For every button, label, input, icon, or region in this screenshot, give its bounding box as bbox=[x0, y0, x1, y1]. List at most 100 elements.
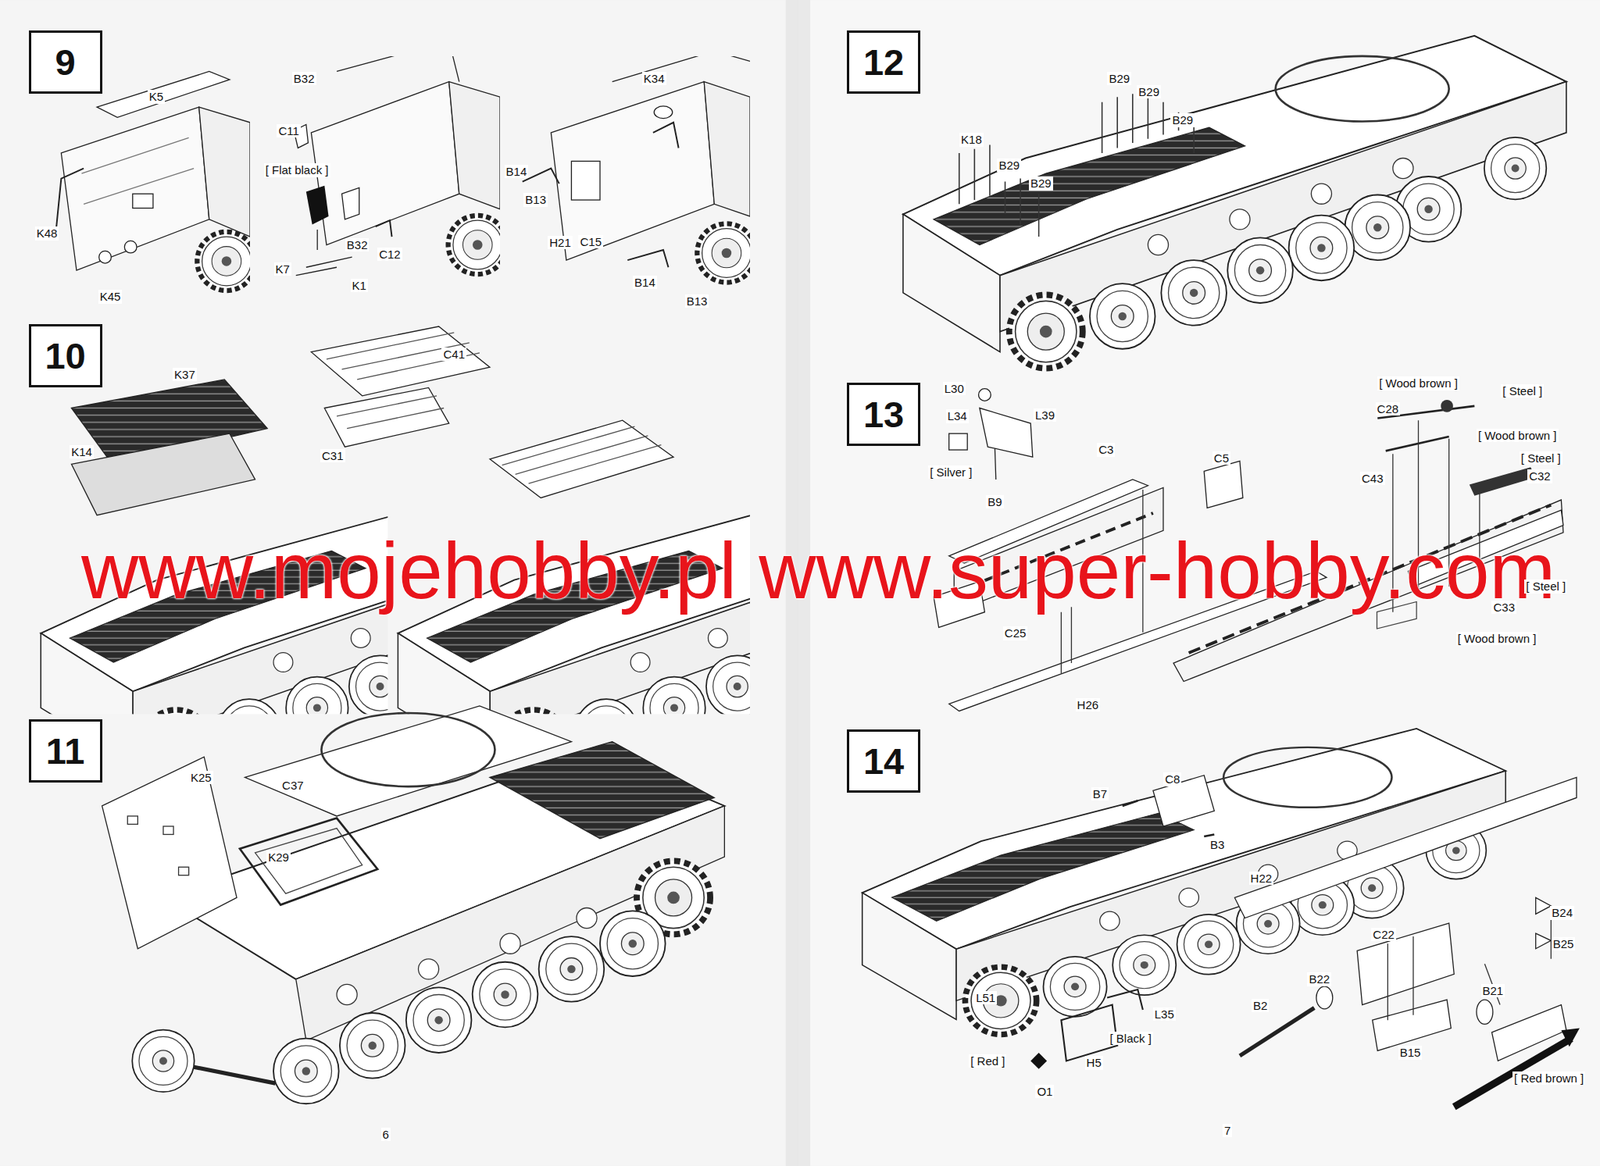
illustration-shape bbox=[406, 987, 472, 1054]
illustration-shape bbox=[239, 818, 378, 906]
part-label: K5 bbox=[147, 89, 165, 104]
illustration-shape bbox=[653, 106, 673, 119]
step-9-view-a bbox=[56, 71, 250, 291]
illustration-shape bbox=[979, 408, 1033, 480]
part-label: C43 bbox=[1360, 471, 1386, 486]
part-label: B32 bbox=[292, 71, 317, 86]
step-10-parts bbox=[71, 326, 490, 516]
illustration-shape bbox=[336, 56, 460, 83]
part-label: L30 bbox=[942, 382, 966, 396]
illustration-shape bbox=[1372, 1000, 1452, 1051]
illustration-shape bbox=[978, 389, 992, 402]
part-label: B13 bbox=[523, 192, 548, 207]
illustration-shape bbox=[324, 387, 449, 447]
illustration-shape bbox=[1153, 775, 1215, 827]
illustration-shape bbox=[296, 229, 353, 276]
illustration-shape bbox=[375, 220, 393, 237]
illustration-shape bbox=[310, 82, 459, 246]
step-number: 14 bbox=[863, 742, 904, 780]
illustration-shape bbox=[703, 82, 750, 217]
step-number-box: 9 bbox=[28, 30, 103, 94]
part-label: B29 bbox=[1028, 176, 1054, 190]
illustration-shape bbox=[1476, 1000, 1493, 1025]
step-11-view bbox=[102, 706, 725, 1104]
part-label: K25 bbox=[189, 771, 214, 785]
paint-note: [ Steel ] bbox=[1519, 451, 1563, 465]
illustration-shape bbox=[321, 713, 495, 787]
illustration-shape bbox=[1357, 923, 1454, 1005]
part-label: K1 bbox=[350, 278, 368, 293]
illustration-shape bbox=[127, 816, 138, 825]
illustration-shape bbox=[1535, 897, 1552, 949]
part-label: C28 bbox=[1375, 402, 1401, 416]
illustration-shape bbox=[576, 908, 597, 929]
step-12-view bbox=[903, 0, 1567, 369]
part-label: C5 bbox=[1212, 451, 1231, 465]
step-number-box: 12 bbox=[846, 30, 921, 94]
illustration-shape bbox=[500, 933, 521, 954]
part-label: C8 bbox=[1163, 772, 1182, 786]
illustration-shape bbox=[1234, 777, 1577, 918]
illustration-shape bbox=[178, 867, 190, 875]
step-number-box: 13 bbox=[846, 382, 921, 447]
part-label: B2 bbox=[1251, 999, 1269, 1013]
part-label: K14 bbox=[69, 445, 94, 459]
watermark: www.mojehobby.pl www.super-hobby.com bbox=[81, 532, 1556, 612]
illustration-shape bbox=[959, 89, 1194, 237]
part-label: B14 bbox=[632, 275, 658, 290]
illustration-shape bbox=[571, 160, 600, 200]
paint-note: [ Red ] bbox=[968, 1054, 1007, 1068]
illustration-shape bbox=[418, 959, 440, 980]
illustration-shape bbox=[1030, 1053, 1047, 1070]
illustration-shape bbox=[1107, 989, 1143, 1011]
part-label: C41 bbox=[441, 347, 467, 361]
illustration-shape bbox=[489, 420, 674, 498]
illustration-shape bbox=[296, 806, 725, 1041]
part-label: K48 bbox=[35, 226, 60, 240]
part-label: B32 bbox=[345, 238, 370, 252]
paint-note: [ Silver ] bbox=[928, 465, 974, 479]
illustration-shape bbox=[522, 122, 679, 268]
illustration-shape bbox=[1122, 800, 1215, 837]
paint-note: [ Wood brown ] bbox=[1456, 632, 1539, 646]
illustration-shape bbox=[306, 185, 329, 225]
part-label: H5 bbox=[1085, 1056, 1104, 1070]
illustration-shape bbox=[449, 82, 500, 210]
paint-note: [ Flat black ] bbox=[264, 163, 331, 177]
part-label: H26 bbox=[1075, 698, 1101, 712]
step-number-box: 10 bbox=[28, 324, 103, 388]
illustration-shape bbox=[1239, 1008, 1315, 1057]
illustration-shape bbox=[326, 332, 480, 429]
part-label: B3 bbox=[1208, 838, 1226, 852]
illustration-shape bbox=[255, 828, 363, 895]
part-label: C22 bbox=[1371, 928, 1397, 942]
part-label: H21 bbox=[547, 235, 573, 250]
part-label: K29 bbox=[266, 850, 291, 865]
illustration-shape bbox=[502, 426, 662, 484]
illustration-shape bbox=[56, 168, 84, 230]
part-label: B9 bbox=[985, 495, 1004, 509]
illustration-shape bbox=[903, 0, 1567, 369]
part-label: O1 bbox=[1035, 1085, 1054, 1099]
illustration-shape bbox=[124, 240, 137, 254]
part-label: H22 bbox=[1249, 871, 1275, 886]
illustration-shape bbox=[539, 936, 605, 1003]
part-label: C37 bbox=[280, 778, 306, 793]
illustration-shape bbox=[1492, 1005, 1567, 1062]
part-label: K18 bbox=[959, 132, 984, 147]
part-label: K45 bbox=[98, 289, 123, 304]
part-label: B21 bbox=[1481, 984, 1506, 998]
part-label: B29 bbox=[996, 158, 1022, 172]
step-number: 9 bbox=[55, 43, 76, 81]
part-label: C12 bbox=[377, 247, 403, 261]
step-number-box: 14 bbox=[846, 729, 921, 793]
part-label: L35 bbox=[1153, 1007, 1176, 1022]
illustration-shape bbox=[310, 326, 490, 397]
illustration-shape bbox=[472, 962, 539, 1029]
illustration-shape bbox=[132, 193, 154, 208]
illustration-shape bbox=[339, 1013, 406, 1079]
part-label: L39 bbox=[1033, 408, 1057, 422]
illustration-shape bbox=[1203, 460, 1243, 508]
part-label: C3 bbox=[1096, 442, 1115, 457]
paint-note: [ Wood brown ] bbox=[1377, 376, 1460, 390]
